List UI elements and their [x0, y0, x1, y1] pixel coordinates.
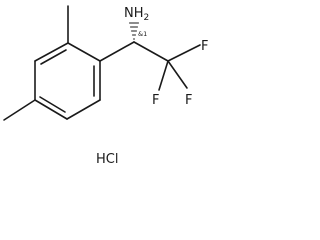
- hydrochloride-label: HCl: [96, 152, 118, 167]
- amine-symbol: NH: [124, 6, 144, 21]
- amine-label: NH2: [124, 6, 149, 23]
- stereocenter-to-cf3-bond: [133, 41, 169, 62]
- chemical-structure: NH2 &1 F F F HCl: [3, 5, 208, 167]
- stereo-descriptor: &1: [138, 30, 147, 38]
- fluorine-right-label: F: [185, 93, 192, 108]
- ring-double-bond-top: [40, 49, 67, 65]
- cf-bond-top: [167, 44, 201, 62]
- amine-subscript: 2: [144, 13, 150, 23]
- ring-to-stereocenter-bond: [99, 41, 135, 62]
- benzene-ring: [34, 42, 101, 120]
- methyl-bond-para: [3, 99, 36, 121]
- fluorine-left-label: F: [152, 93, 159, 108]
- cf-bond-right: [167, 60, 188, 89]
- ring-bond-top: [34, 42, 69, 62]
- cf-bond-left: [158, 60, 169, 91]
- ring-double-bond-bottom: [39, 96, 66, 113]
- ring-bond-bottom-right: [66, 99, 101, 120]
- ring-bond-bottom-left: [34, 99, 68, 120]
- fluorine-top-label: F: [201, 39, 208, 54]
- ring-bond-top-left: [67, 42, 101, 62]
- hashed-wedge-bond: [128, 22, 140, 40]
